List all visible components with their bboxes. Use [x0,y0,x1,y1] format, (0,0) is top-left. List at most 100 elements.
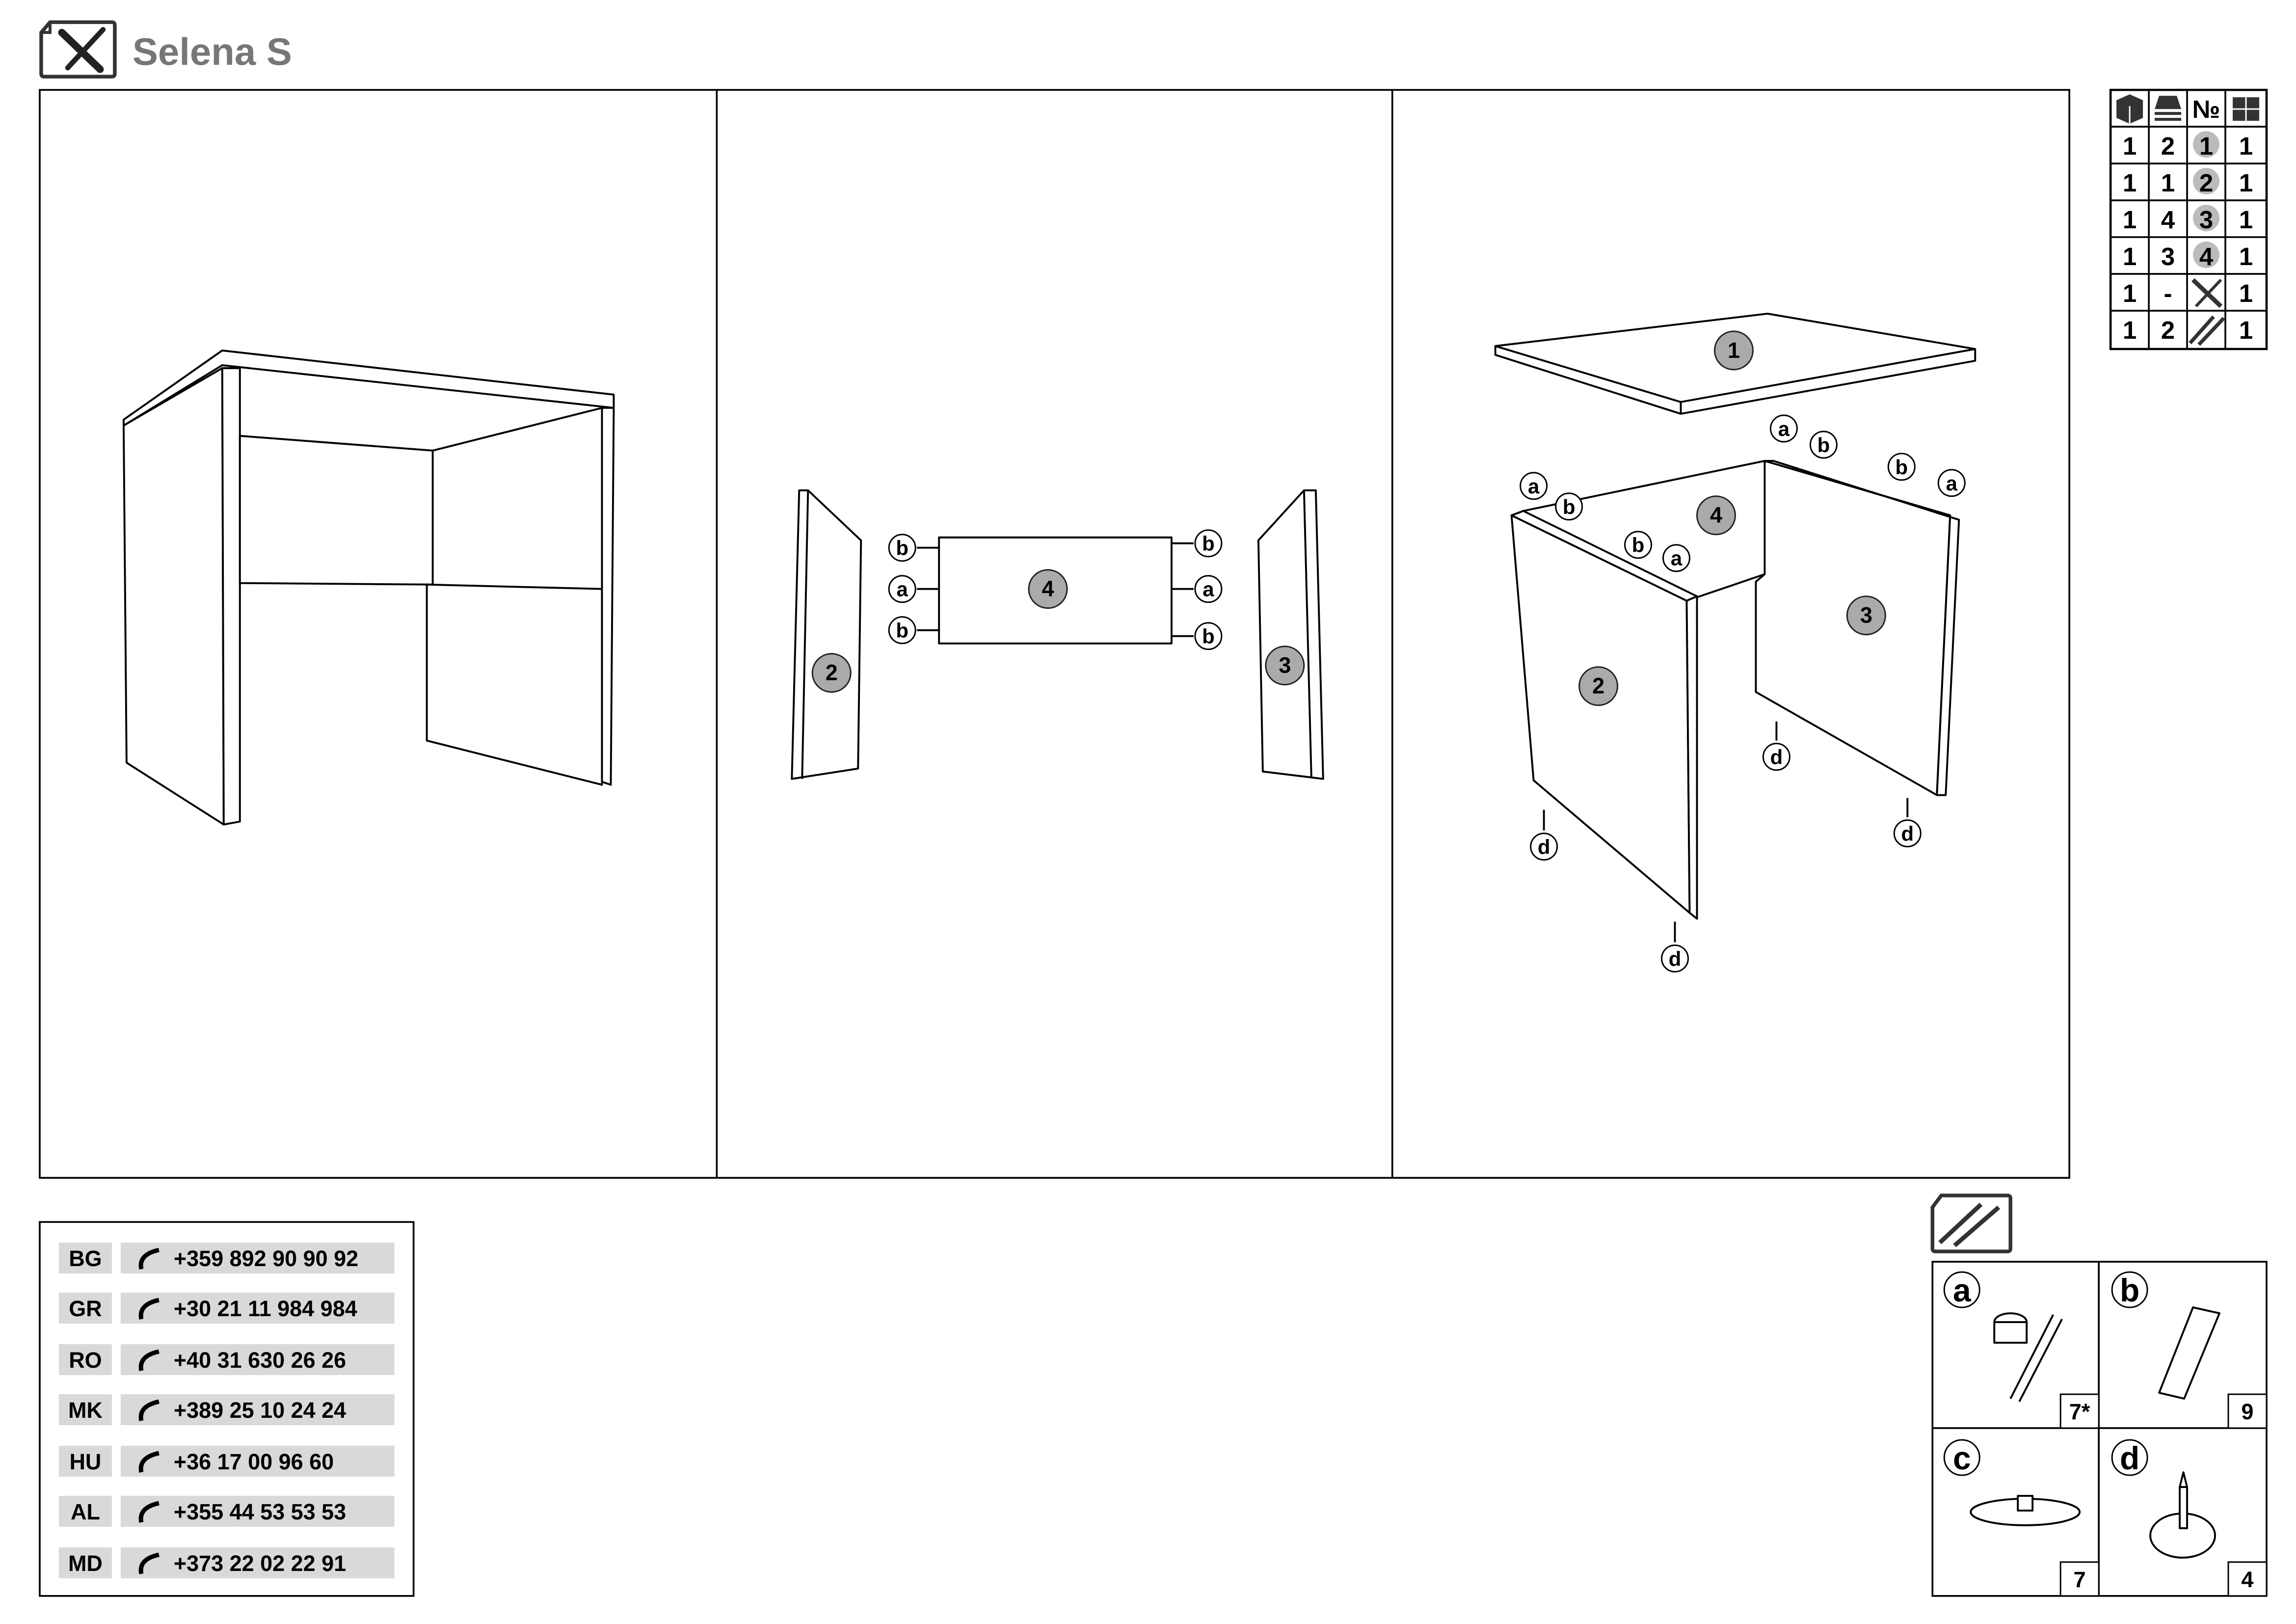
svg-text:1: 1 [2239,316,2253,344]
screws-icon [1930,1193,2012,1253]
svg-text:4: 4 [1710,503,1722,528]
svg-text:d: d [1901,822,1914,845]
phone-icon [138,1501,160,1523]
callout-a: a [1520,472,1548,500]
number-sign: № [2192,95,2220,123]
package-icon [2116,94,2143,124]
svg-text:b: b [1563,495,1575,518]
svg-text:a: a [1946,472,1958,495]
svg-text:1: 1 [2239,169,2253,197]
callout-d: d [1762,721,1790,771]
svg-text:+373 22 02 22 91: +373 22 02 22 91 [174,1551,346,1576]
phone-row: GR +30 21 11 984 984 [69,1296,357,1321]
part-badge-2: 2 [811,653,852,693]
svg-text:4: 4 [2161,206,2175,234]
svg-text:3: 3 [2161,243,2175,271]
phone-row: HU +36 17 00 96 60 [69,1449,334,1474]
dowel-icon [2158,1306,2221,1400]
phone-row: MD +373 22 02 22 91 [68,1551,346,1576]
callout-right-b1: b [1171,529,1223,558]
svg-text:1: 1 [2123,316,2136,344]
screws-icon [2189,315,2225,346]
part-badge-2: 2 [1578,666,1619,706]
hardware-item-b: b 9 [2111,1271,2268,1429]
hardware-grid: a 7* b 9 c 7 d 4 [1931,1261,2268,1597]
svg-text:2: 2 [2161,132,2175,160]
callout-d: d [1661,921,1689,973]
svg-text:1: 1 [2123,279,2136,307]
svg-text:d: d [2120,1440,2139,1476]
part-badge-4: 4 [1696,495,1736,536]
svg-text:b: b [1896,456,1908,479]
callout-right-b2: b [1171,622,1223,650]
assembled-desk-drawing [122,349,615,826]
callout-b: b [1555,492,1583,521]
svg-text:1: 1 [2239,279,2253,307]
svg-text:+30 21 11 984 984: +30 21 11 984 984 [174,1296,357,1321]
svg-text:3: 3 [2199,206,2213,234]
svg-text:9: 9 [2242,1399,2254,1424]
svg-text:BG: BG [69,1246,102,1271]
phone-row: AL +355 44 53 53 53 [71,1499,346,1524]
svg-text:b: b [2120,1272,2139,1308]
svg-text:1: 1 [2239,206,2253,234]
callout-b: b [1887,453,1916,481]
callout-left-b2: b [888,616,939,645]
glide-disc-icon [1970,1494,2081,1526]
svg-text:4: 4 [2242,1567,2254,1592]
svg-text:1: 1 [2199,132,2213,160]
stack-icon [2155,96,2182,121]
svg-text:+355 44 53 53 53: +355 44 53 53 53 [174,1499,346,1524]
part-badge-3: 3 [1846,595,1886,636]
phone-row-bg [58,1243,395,1578]
nail-glide-icon [2149,1471,2216,1559]
hardware-item-a: a 7* [1943,1271,2100,1429]
svg-text:b: b [896,537,908,560]
svg-text:+359 892 90 90 92: +359 892 90 90 92 [174,1246,358,1271]
tools-icon [39,20,117,79]
svg-text:1: 1 [2123,206,2136,234]
svg-text:3: 3 [1279,653,1291,678]
svg-text:RO: RO [69,1348,102,1373]
svg-text:MD: MD [68,1551,103,1576]
callout-b: b [1809,431,1838,459]
svg-text:GR: GR [69,1296,102,1321]
part-badge-3: 3 [1265,646,1305,686]
svg-text:1: 1 [2239,243,2253,271]
phone-icon [138,1552,160,1574]
tools-icon [2191,278,2223,308]
phone-icon [138,1399,160,1421]
steps-frame [39,89,2070,1179]
svg-text:+36 17 00 96 60: +36 17 00 96 60 [174,1449,334,1474]
phone-row: BG +359 892 90 90 92 [69,1246,358,1271]
svg-text:b: b [1632,534,1645,557]
svg-text:4: 4 [1042,576,1054,601]
callout-d: d [1893,798,1922,847]
svg-text:1: 1 [1728,338,1740,363]
svg-text:-: - [2164,279,2172,307]
svg-text:a: a [1528,475,1540,498]
svg-text:MK: MK [68,1398,103,1423]
svg-text:b: b [1817,433,1830,457]
phone-row: RO +40 31 630 26 26 [69,1348,346,1373]
svg-text:1: 1 [2161,169,2175,197]
svg-text:2: 2 [2199,169,2213,197]
svg-text:c: c [1953,1440,1971,1476]
phone-icon [138,1451,160,1473]
svg-text:1: 1 [2239,132,2253,160]
svg-text:AL: AL [71,1499,100,1524]
step3-drawing: 1 4 2 3 a b b a a b b a d d d d [1494,312,1976,973]
svg-text:b: b [1202,625,1215,648]
phone-icon [138,1298,160,1320]
svg-text:HU: HU [69,1449,101,1474]
svg-text:a: a [897,578,908,601]
svg-text:3: 3 [1860,603,1872,628]
callout-b: b [1624,531,1653,559]
page-title: Selena S [133,30,292,73]
svg-text:+40 31 630 26 26: +40 31 630 26 26 [174,1348,346,1373]
callout-a: a [1937,469,1966,497]
svg-text:a: a [1202,578,1214,601]
